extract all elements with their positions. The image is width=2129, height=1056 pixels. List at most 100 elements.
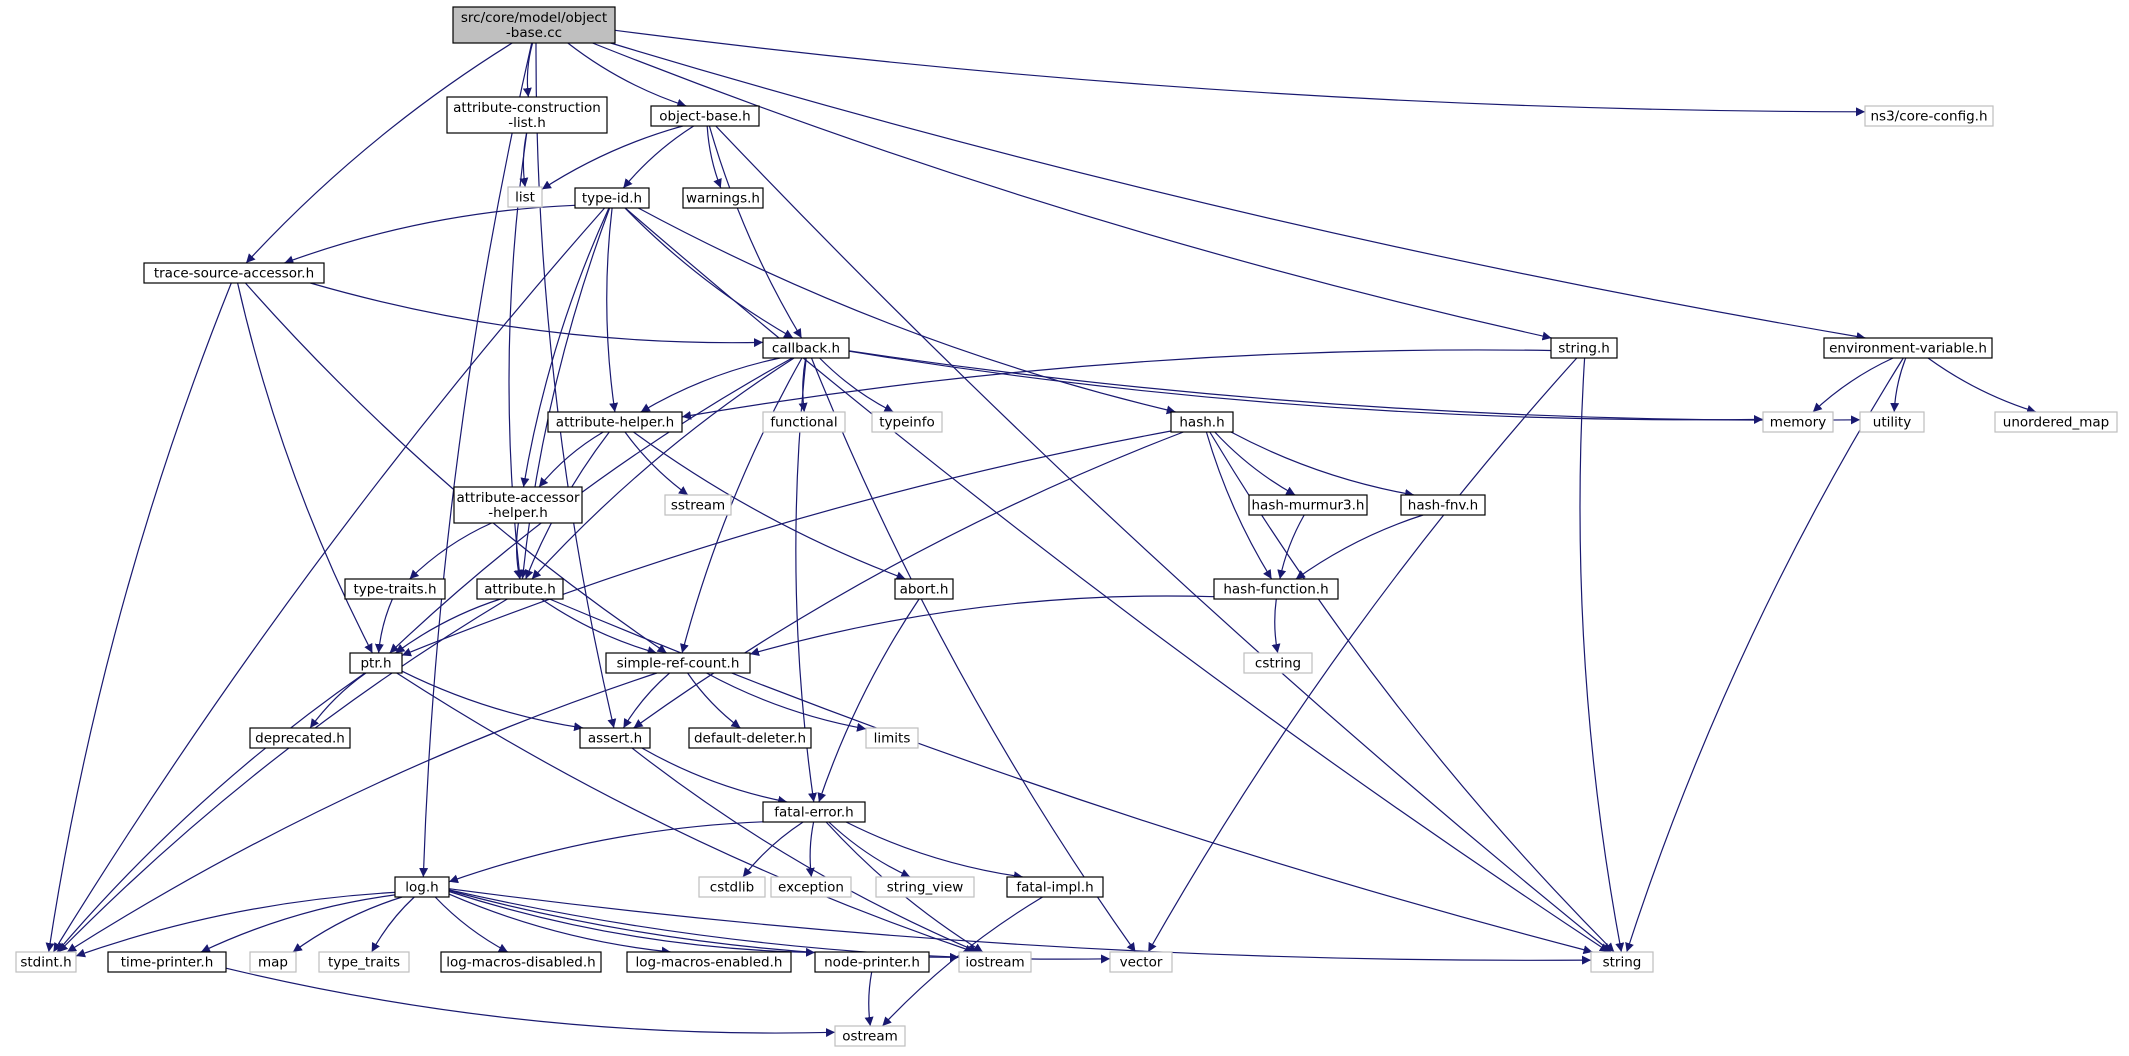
- node-box: [875, 876, 975, 898]
- node-log-macros-disabled[interactable]: log-macros-disabled.h: [440, 951, 602, 973]
- node-label: abort.h: [900, 582, 949, 598]
- edge-environment-variable-to-string: [1625, 357, 1904, 953]
- edge-ptr-to-assert: [401, 670, 584, 732]
- node-iostream: iostream: [958, 951, 1032, 973]
- node-cstring: cstring: [1243, 652, 1313, 674]
- node-box: [1248, 494, 1368, 516]
- edge-ptr-to-stdint: [56, 672, 366, 953]
- node-box: [1006, 876, 1104, 898]
- node-label: unordered_map: [2003, 415, 2109, 431]
- node-box: [626, 951, 792, 973]
- node-callback[interactable]: callback.h: [762, 337, 850, 359]
- node-node-printer[interactable]: node-printer.h: [814, 951, 930, 973]
- node-deprecated[interactable]: deprecated.h: [249, 727, 351, 749]
- edge-ptr-to-deprecated: [309, 672, 367, 729]
- edge-root-to-attribute-construction-list: [522, 42, 534, 98]
- node-label: vector: [1120, 955, 1163, 971]
- node-environment-variable[interactable]: environment-variable.h: [1823, 337, 1993, 359]
- edge-environment-variable-to-unordered-map: [1927, 357, 2037, 414]
- node-attribute-construction-list[interactable]: attribute-construction-list.h: [446, 96, 608, 134]
- edge-log-to-iostream: [448, 889, 960, 962]
- node-box: [394, 876, 450, 898]
- edge-trace-source-accessor-to-stdint: [45, 282, 232, 953]
- node-string-h[interactable]: string.h: [1550, 337, 1618, 359]
- edge-simple-ref-count-to-assert: [622, 672, 670, 729]
- edge-attribute-to-simple-ref-count: [541, 598, 657, 655]
- node-hash-function[interactable]: hash-function.h: [1213, 578, 1339, 600]
- node-root: src/core/model/object-base.cc: [452, 6, 616, 44]
- edge-type-id-to-trace-source-accessor: [284, 204, 576, 265]
- edge-attribute-accessor-helper-to-type-traits-h: [409, 522, 492, 580]
- node-abort[interactable]: abort.h: [894, 578, 954, 600]
- node-ptr[interactable]: ptr.h: [349, 652, 403, 674]
- dependency-edges: [45, 29, 2037, 1038]
- node-exception: exception: [770, 876, 852, 898]
- node-box: [814, 951, 930, 973]
- edge-log-to-type-traits: [371, 896, 415, 953]
- edge-simple-ref-count-to-stdint: [66, 672, 658, 953]
- node-stdint: stdint.h: [15, 951, 77, 973]
- edge-hash-to-assert: [633, 431, 1184, 729]
- edge-trace-source-accessor-to-callback: [310, 282, 764, 348]
- node-box: [344, 578, 446, 600]
- node-label: fatal-error.h: [774, 805, 854, 821]
- node-map: map: [249, 951, 297, 973]
- node-hash[interactable]: hash.h: [1170, 411, 1234, 433]
- node-default-deleter[interactable]: default-deleter.h: [688, 727, 812, 749]
- node-log-macros-enabled[interactable]: log-macros-enabled.h: [626, 951, 792, 973]
- node-box: [249, 951, 297, 973]
- node-warnings[interactable]: warnings.h: [682, 187, 764, 209]
- node-label: assert.h: [588, 731, 642, 747]
- node-trace-source-accessor[interactable]: trace-source-accessor.h: [143, 262, 325, 284]
- edge-root-to-trace-source-accessor: [245, 42, 513, 264]
- edge-log-to-map: [292, 896, 403, 953]
- edge-hash-fnv-to-hash-function: [1295, 514, 1424, 580]
- node-label: list: [515, 190, 535, 206]
- node-box: [446, 96, 608, 134]
- edge-trace-source-accessor-to-simple-ref-count: [244, 282, 667, 654]
- edge-abort-to-fatal-error: [817, 598, 920, 803]
- node-label: memory: [1770, 415, 1826, 431]
- edge-simple-ref-count-to-default-deleter: [687, 672, 741, 729]
- node-box: [834, 1025, 906, 1047]
- edge-object-base-to-string: [715, 125, 1612, 953]
- node-hash-murmur3[interactable]: hash-murmur3.h: [1248, 494, 1368, 516]
- node-attribute-accessor-helper[interactable]: attribute-accessor-helper.h: [453, 486, 583, 524]
- node-log[interactable]: log.h: [394, 876, 450, 898]
- node-attribute[interactable]: attribute.h: [476, 578, 564, 600]
- edge-object-base-to-warnings: [706, 125, 722, 189]
- edge-root-to-string-h: [592, 42, 1552, 341]
- node-assert[interactable]: assert.h: [579, 727, 651, 749]
- node-type-traits-h[interactable]: type-traits.h: [344, 578, 446, 600]
- node-fatal-error[interactable]: fatal-error.h: [762, 801, 866, 823]
- node-ostream: ostream: [834, 1025, 906, 1047]
- edge-callback-to-memory: [848, 350, 1764, 425]
- node-box: [507, 186, 543, 208]
- node-attribute-helper[interactable]: attribute-helper.h: [547, 411, 683, 433]
- node-label: src/core/model/object: [461, 10, 607, 26]
- edge-root-to-object-base: [567, 42, 687, 108]
- node-label: node-printer.h: [824, 955, 920, 971]
- node-box: [664, 494, 732, 516]
- node-box: [1859, 411, 1925, 433]
- edge-log-to-stdint: [75, 891, 396, 958]
- node-label: -helper.h: [488, 505, 548, 521]
- edge-type-id-to-stdint: [52, 207, 606, 953]
- node-box: [1994, 411, 2118, 433]
- node-object-base[interactable]: object-base.h: [650, 105, 760, 127]
- node-type-id[interactable]: type-id.h: [574, 187, 650, 209]
- edge-log-to-node-printer: [448, 890, 816, 957]
- node-label: attribute-helper.h: [556, 415, 674, 431]
- node-label: type-id.h: [582, 191, 642, 207]
- node-simple-ref-count[interactable]: simple-ref-count.h: [605, 652, 751, 674]
- node-time-printer[interactable]: time-printer.h: [107, 951, 227, 973]
- node-label: attribute-construction: [453, 100, 601, 116]
- edge-hash-to-hash-function: [1205, 431, 1273, 580]
- node-box: [1170, 411, 1234, 433]
- edge-callback-to-attribute: [531, 357, 795, 580]
- edge-fatal-error-to-exception: [805, 821, 815, 878]
- node-fatal-impl[interactable]: fatal-impl.h: [1006, 876, 1104, 898]
- node-hash-fnv[interactable]: hash-fnv.h: [1400, 494, 1486, 516]
- edge-ptr-to-iostream: [396, 672, 975, 954]
- node-box: [688, 727, 812, 749]
